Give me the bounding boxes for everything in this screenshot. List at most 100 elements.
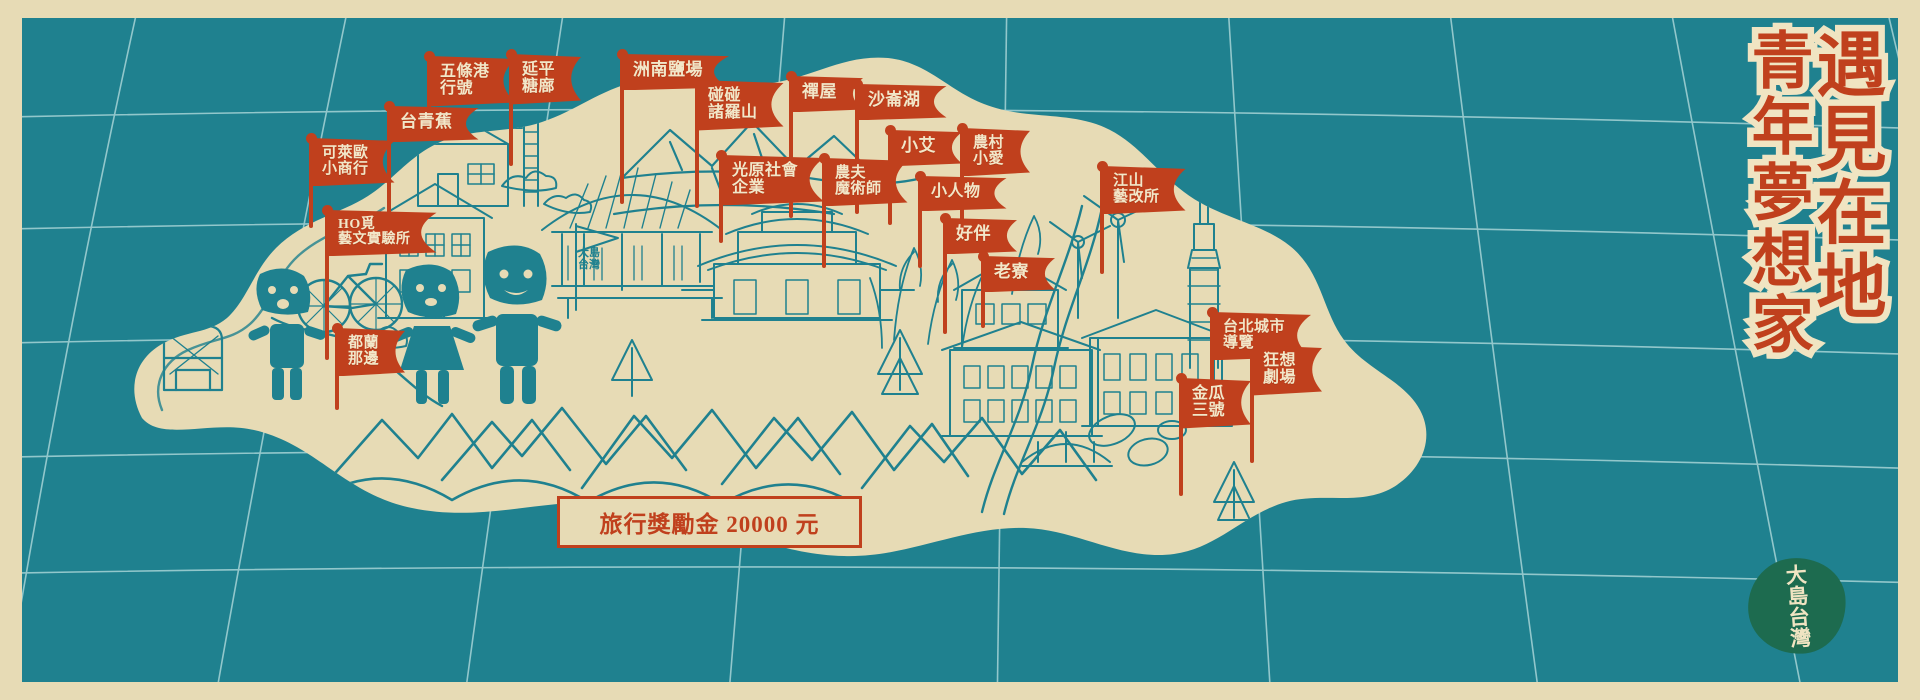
- colonial-building: [941, 321, 1103, 437]
- pennant-shape: [721, 155, 825, 206]
- thatched-pavilion: [541, 167, 723, 319]
- pennant-shape: [920, 176, 1007, 212]
- flag-pole-icon: [1210, 312, 1214, 410]
- flag-label: 老寮: [994, 262, 1029, 281]
- flag-pennant-laoliao[interactable]: 老寮: [983, 256, 1055, 293]
- flag-pole-icon: [695, 80, 699, 208]
- pennant-shape: [791, 76, 863, 113]
- flag-pennant-kelaiou[interactable]: 可萊歐 小商行: [311, 138, 395, 187]
- flag-pole-icon: [325, 210, 329, 360]
- flag-pennant-guangyuan[interactable]: 光原社會 企業: [721, 155, 825, 206]
- land-label-dayoung: 大島 台灣: [578, 245, 600, 271]
- flag-pennant-xiaorenwu[interactable]: 小人物: [920, 176, 1007, 212]
- western-style-house: [953, 257, 1069, 349]
- flag-label: 小人物: [931, 183, 981, 200]
- flag-pole-icon: [789, 76, 793, 218]
- svg-text:台灣: 台灣: [578, 257, 600, 271]
- flag-pole-icon: [1100, 166, 1104, 274]
- flag-pennant-nongcun[interactable]: 農村 小愛: [962, 128, 1031, 177]
- flag-label: 農村 小愛: [973, 135, 1005, 168]
- flag-label: 沙崙湖: [868, 90, 921, 109]
- flag-pennant-jingua[interactable]: 金瓜 三號: [1181, 378, 1252, 429]
- flag-pole-icon: [822, 158, 826, 268]
- flag-pennant-wutiaogang[interactable]: 五條港 行號: [429, 56, 516, 107]
- flag-pennant-taiqingjiao[interactable]: 台青蕉: [389, 106, 479, 143]
- bridge: [1021, 431, 1113, 467]
- flag-label: 狂想 劇場: [1263, 352, 1297, 387]
- flag-pennant-jiangshan[interactable]: 江山 藝改所: [1102, 166, 1186, 215]
- pennant-shape: [429, 56, 516, 107]
- flag-pennant-pengpeng[interactable]: 碰碰 諸羅山: [697, 80, 784, 131]
- travel-award-banner: 旅行獎勵金 20000 元: [557, 496, 862, 548]
- pennant-shape: [389, 106, 479, 143]
- flag-pole-icon: [855, 84, 859, 214]
- flag-label: 好伴: [956, 224, 991, 243]
- wind-turbine: [1049, 195, 1157, 319]
- flag-knob-icon: [383, 101, 395, 112]
- pennant-shape: [327, 210, 437, 257]
- pennant-shape: [824, 158, 908, 207]
- rice-stalks: [869, 215, 1042, 349]
- flag-pennant-xiaoai[interactable]: 小艾: [890, 130, 962, 167]
- flag-pennant-dulannabian[interactable]: 都蘭 那邊: [337, 328, 406, 377]
- pennant-shape: [983, 256, 1055, 293]
- taiwan-landmass-illustration: 大島 台灣: [134, 57, 1427, 557]
- flag-label: 農夫 魔術師: [835, 165, 882, 198]
- flag-label: 台青蕉: [400, 112, 453, 131]
- pennant-shape: [962, 128, 1031, 177]
- flag-pole-icon: [918, 176, 922, 268]
- map-stage: 大島 台灣 可萊歐 小商行 HO覓 藝文實驗所 台青蕉 五條港 行號都蘭 那邊 延平 糖…: [22, 18, 1898, 682]
- title-column-1: 遇見在地: [1799, 22, 1889, 331]
- rock-formation: [1088, 413, 1187, 467]
- flag-label: 金瓜 三號: [1192, 385, 1226, 420]
- flag-pennant-haoban[interactable]: 好伴: [945, 218, 1017, 255]
- boy-left-character: [248, 268, 326, 400]
- flag-label: 洲南鹽場: [633, 60, 703, 79]
- pennant-shape: [697, 80, 784, 131]
- logo-text: 大島台灣: [1782, 563, 1813, 649]
- flag-pole-icon: [509, 54, 513, 166]
- brand-logo: 大島台灣: [1743, 553, 1851, 659]
- flag-label: 都蘭 那邊: [348, 335, 380, 368]
- pennant-shape: [311, 138, 395, 187]
- temple-gate: [681, 203, 915, 321]
- flag-pennant-shalunhu[interactable]: 沙崙湖: [857, 84, 947, 121]
- flag-label: 可萊歐 小商行: [322, 145, 369, 178]
- travel-award-label: 旅行獎勵金 20000 元: [599, 512, 820, 537]
- flag-label: 台北城市 導覽: [1223, 319, 1286, 352]
- flag-pole-icon: [387, 106, 391, 232]
- flag-pennant-nongfu[interactable]: 農夫 魔術師: [824, 158, 908, 207]
- mountains: [316, 406, 1098, 508]
- pennant-shape: [337, 328, 406, 377]
- flag-pole-icon: [888, 130, 892, 225]
- flag-pennant-chanwu[interactable]: 禪屋: [791, 76, 863, 113]
- pennant-shape: [945, 218, 1017, 255]
- title-column-2: 青年夢想家: [1735, 22, 1816, 365]
- flag-pennant-kuangxiang[interactable]: 狂想 劇場: [1252, 345, 1323, 396]
- pennant-shape: [857, 84, 947, 121]
- poster-title: 遇見在地 青年夢想家: [1735, 22, 1889, 365]
- flag-label: 禪屋: [802, 82, 837, 101]
- flag-pole-icon: [1179, 378, 1183, 496]
- pennant-shape: [1181, 378, 1252, 429]
- flag-label: 五條港 行號: [440, 63, 490, 98]
- flag-pennant-yanpingtang[interactable]: 延平 糖廍: [511, 54, 582, 105]
- flag-pole-icon: [943, 218, 947, 334]
- flag-pole-icon: [620, 54, 624, 204]
- pennant-shape: [511, 54, 582, 105]
- flag-label: HO覓 藝文實驗所: [338, 217, 411, 248]
- boy-right-character: [472, 245, 562, 404]
- flag-pennant-homi[interactable]: HO覓 藝文實驗所: [327, 210, 437, 257]
- flag-label: 光原社會 企業: [732, 162, 799, 197]
- flag-label: 江山 藝改所: [1113, 173, 1160, 206]
- pennant-shape: [890, 130, 962, 167]
- flag-knob-icon: [1206, 307, 1218, 318]
- pennant-shape: [1102, 166, 1186, 215]
- small-banner-pole: [575, 223, 619, 311]
- flag-pole-icon: [1250, 345, 1254, 463]
- pine-tree: [611, 329, 1255, 521]
- pennant-shape: [1252, 345, 1323, 396]
- flag-label: 小艾: [901, 136, 936, 155]
- flag-label: 碰碰 諸羅山: [708, 87, 758, 122]
